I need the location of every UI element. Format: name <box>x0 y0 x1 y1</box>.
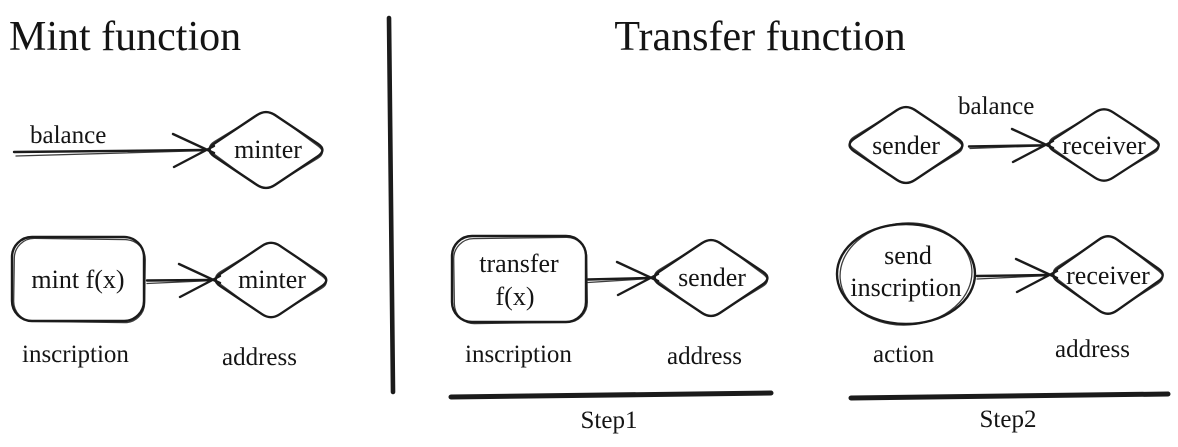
minter-node-bottom: minter <box>212 239 330 321</box>
transfer-arrow <box>586 260 660 297</box>
step2-target-caption: address <box>1055 336 1130 363</box>
panel-divider <box>386 15 396 395</box>
sender-node-step2-label: sender <box>872 131 940 160</box>
send-inscription-node: send inscription <box>835 222 977 326</box>
step1-target-caption: address <box>667 343 742 370</box>
mint-fx-node: mint f(x) <box>10 235 146 324</box>
sender-node-step1: sender <box>651 236 771 320</box>
mint-panel-title: Mint function <box>9 14 241 60</box>
transfer-fx-node-label-line1: transfer <box>479 249 559 278</box>
step2-send-arrow <box>975 257 1059 294</box>
receiver-node-bottom-label: receiver <box>1066 261 1150 290</box>
minter-node-bottom-label: minter <box>238 265 306 294</box>
minter-node-top: minter <box>206 108 326 192</box>
send-inscription-label-line2: inscription <box>850 273 961 302</box>
minter-node-top-label: minter <box>234 135 302 164</box>
mint-fx-node-label: mint f(x) <box>31 265 124 294</box>
receiver-node-top-label: receiver <box>1062 131 1146 160</box>
transfer-panel-title: Transfer function <box>614 14 905 60</box>
step2-balance-edge-label: balance <box>958 93 1034 120</box>
step1-underline <box>448 390 774 400</box>
transfer-fx-node-label-line2: f(x) <box>496 282 535 311</box>
transfer-fx-node: transfer f(x) <box>450 234 588 325</box>
step2-underline <box>848 391 1171 401</box>
send-inscription-label-line1: send <box>884 241 932 270</box>
step1-source-caption: inscription <box>465 341 572 368</box>
receiver-node-top: receiver <box>1046 105 1162 185</box>
step2-source-caption: action <box>873 341 935 368</box>
step2-label: Step2 <box>980 406 1037 433</box>
receiver-node-bottom: receiver <box>1050 232 1166 318</box>
mint-balance-edge-label: balance <box>30 122 106 149</box>
sender-node-step2: sender <box>846 103 966 187</box>
mint-balance-arrow <box>12 132 216 169</box>
step2-balance-arrow <box>967 127 1055 164</box>
sender-node-step1-label: sender <box>678 263 746 292</box>
mint-arrow <box>145 262 222 299</box>
mint-target-caption: address <box>222 344 297 371</box>
step1-label: Step1 <box>581 407 638 434</box>
mint-source-caption: inscription <box>22 341 129 368</box>
